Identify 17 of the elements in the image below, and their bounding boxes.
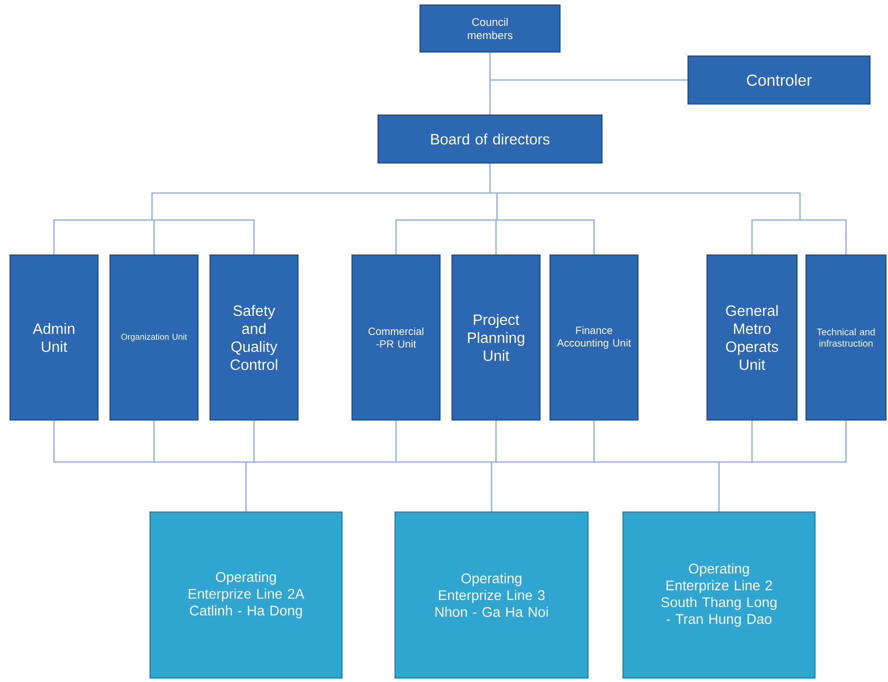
enterprise-box: Operating Enterprize Line 3 Nhon - Ga Ha Noi <box>394 512 588 678</box>
unit-box: Organization Unit <box>110 254 198 420</box>
unit-box: Commercial -PR Unit <box>352 254 440 420</box>
unit-box: Admin Unit <box>10 254 98 420</box>
org-box: Controler <box>688 56 870 104</box>
enterprise-box: Operating Enterprize Line 2 South Thang Long - Tran Hung Dao <box>622 512 816 678</box>
unit-box: General Metro Operats Unit <box>706 254 798 420</box>
connector <box>53 420 847 512</box>
unit-box: Safety and Quality Control <box>210 254 298 420</box>
enterprise-box: Operating Enterprize Line 2A Catlinh - Ha Dong <box>150 512 342 678</box>
unit-box: Technical and infrastruction <box>806 254 886 420</box>
org-box: Council members <box>420 4 560 52</box>
unit-box: Finance Accounting Unit <box>550 254 638 420</box>
org-box: Board of directors <box>378 114 602 164</box>
connector <box>53 162 847 256</box>
connector <box>489 52 688 116</box>
unit-box: Project Planning Unit <box>452 254 540 420</box>
